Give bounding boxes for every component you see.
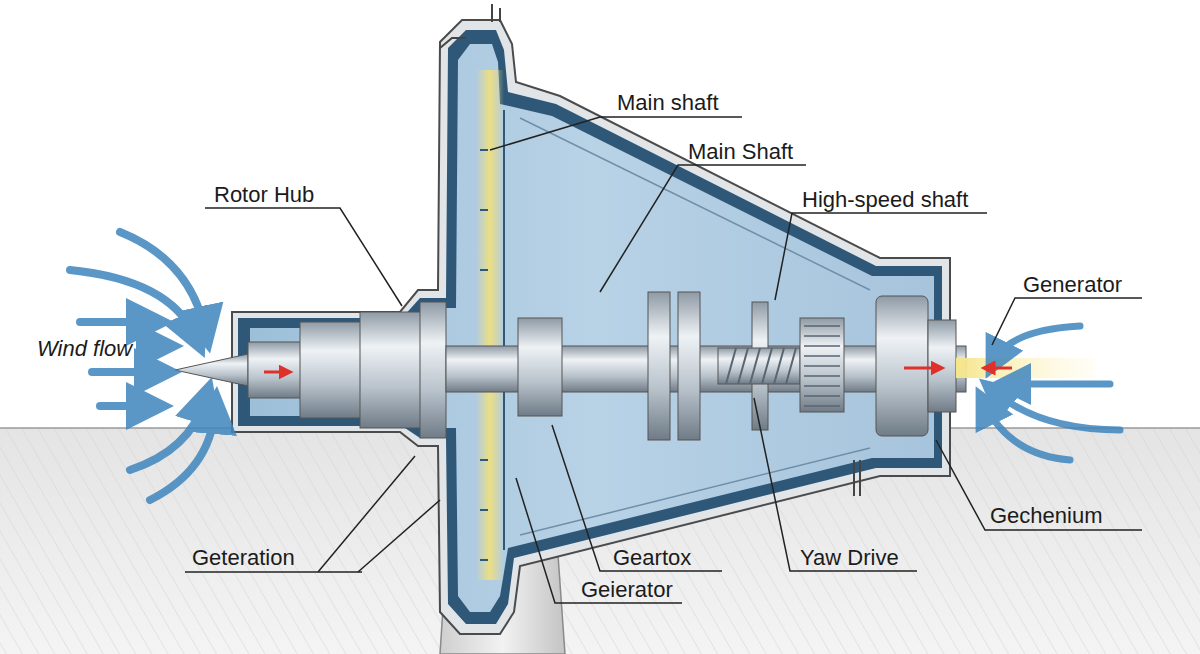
part-label: Rotor Hub	[214, 182, 314, 207]
part-label: Geartox	[613, 545, 691, 570]
part-label: Yaw Drive	[800, 545, 899, 570]
part-label: Gechenium	[990, 503, 1103, 528]
part-label: Generator	[1023, 272, 1122, 297]
part-label: Geteration	[192, 545, 295, 570]
leader-lines	[185, 117, 1142, 603]
part-label: Main shaft	[617, 90, 719, 115]
part-label: Wind flow	[37, 336, 132, 361]
part-label: Geierator	[581, 577, 673, 602]
part-label: Main Shaft	[688, 139, 793, 164]
part-label: High-speed shaft	[802, 187, 968, 212]
